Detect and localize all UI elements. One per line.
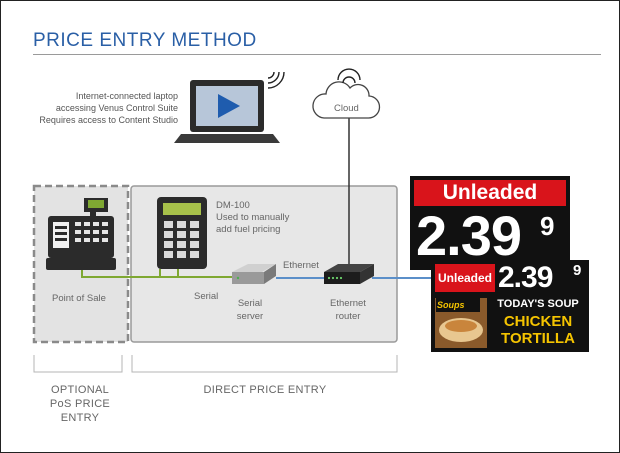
router-label-line: router xyxy=(335,311,361,322)
cloud-wifi-icon xyxy=(337,68,361,84)
laptop-icon xyxy=(174,80,280,143)
laptop-description: Internet-connected laptop accessing Venu… xyxy=(20,90,178,126)
serial-server-label: Serial server xyxy=(230,297,270,323)
router-label-line: Ethernet xyxy=(330,298,366,309)
combo-sign-price-fraction: 9 xyxy=(573,262,582,279)
combo-price-sign xyxy=(431,260,589,352)
optional-section-label: OPTIONAL PoS PRICE ENTRY xyxy=(30,383,130,425)
direct-bracket xyxy=(131,355,398,373)
wifi-icon xyxy=(267,71,285,89)
promo-heading: TODAY'S SOUP xyxy=(497,298,579,310)
direct-section-label: DIRECT PRICE ENTRY xyxy=(203,384,327,396)
pos-label: Point of Sale xyxy=(52,293,106,304)
optional-section-line: PoS PRICE xyxy=(49,398,111,410)
promo-line-1: CHICKEN xyxy=(503,313,573,330)
cloud-label: Cloud xyxy=(334,103,359,114)
soups-logo: Soups xyxy=(437,300,465,310)
serial-server-label-line: Serial xyxy=(237,298,263,309)
promo-line-2: TORTILLA xyxy=(501,330,575,347)
serial-cable-label: Serial xyxy=(194,291,219,302)
router-label: Ethernet router xyxy=(323,297,373,323)
pos-register-icon xyxy=(46,198,116,270)
large-price-sign xyxy=(410,176,570,270)
optional-section-line: OPTIONAL xyxy=(50,384,110,396)
cloud-icon xyxy=(312,81,381,119)
pos-cable xyxy=(81,269,161,278)
combo-sign-header: Unleaded xyxy=(437,271,492,285)
dm100-keypad-icon xyxy=(157,197,207,269)
laptop-note-line: accessing Venus Control Suite xyxy=(55,103,178,113)
dm100-description: DM-100 Used to manually add fuel pricing xyxy=(216,200,289,236)
laptop-note-line: Internet-connected laptop xyxy=(75,91,178,101)
large-sign-header: Unleaded xyxy=(442,181,538,204)
dm100-note-line: Used to manually xyxy=(216,212,290,223)
laptop-note-line: Requires access to Content Studio xyxy=(39,115,178,125)
ethernet-cable-label: Ethernet xyxy=(283,260,319,271)
dm100-note-line: DM-100 xyxy=(216,200,250,211)
dm100-note-line: add fuel pricing xyxy=(216,224,281,235)
serial-server-icon xyxy=(232,264,276,284)
optional-section-line: ENTRY xyxy=(60,412,100,424)
combo-sign-price: 2.39 xyxy=(498,261,553,294)
title-divider xyxy=(33,54,601,55)
optional-bracket xyxy=(33,355,123,373)
large-sign-price-fraction: 9 xyxy=(540,211,555,241)
page-title: PRICE ENTRY METHOD xyxy=(33,30,257,51)
large-sign-price: 2.39 xyxy=(416,204,522,267)
ethernet-router-icon xyxy=(324,264,374,284)
serial-server-label-line: server xyxy=(236,311,264,322)
